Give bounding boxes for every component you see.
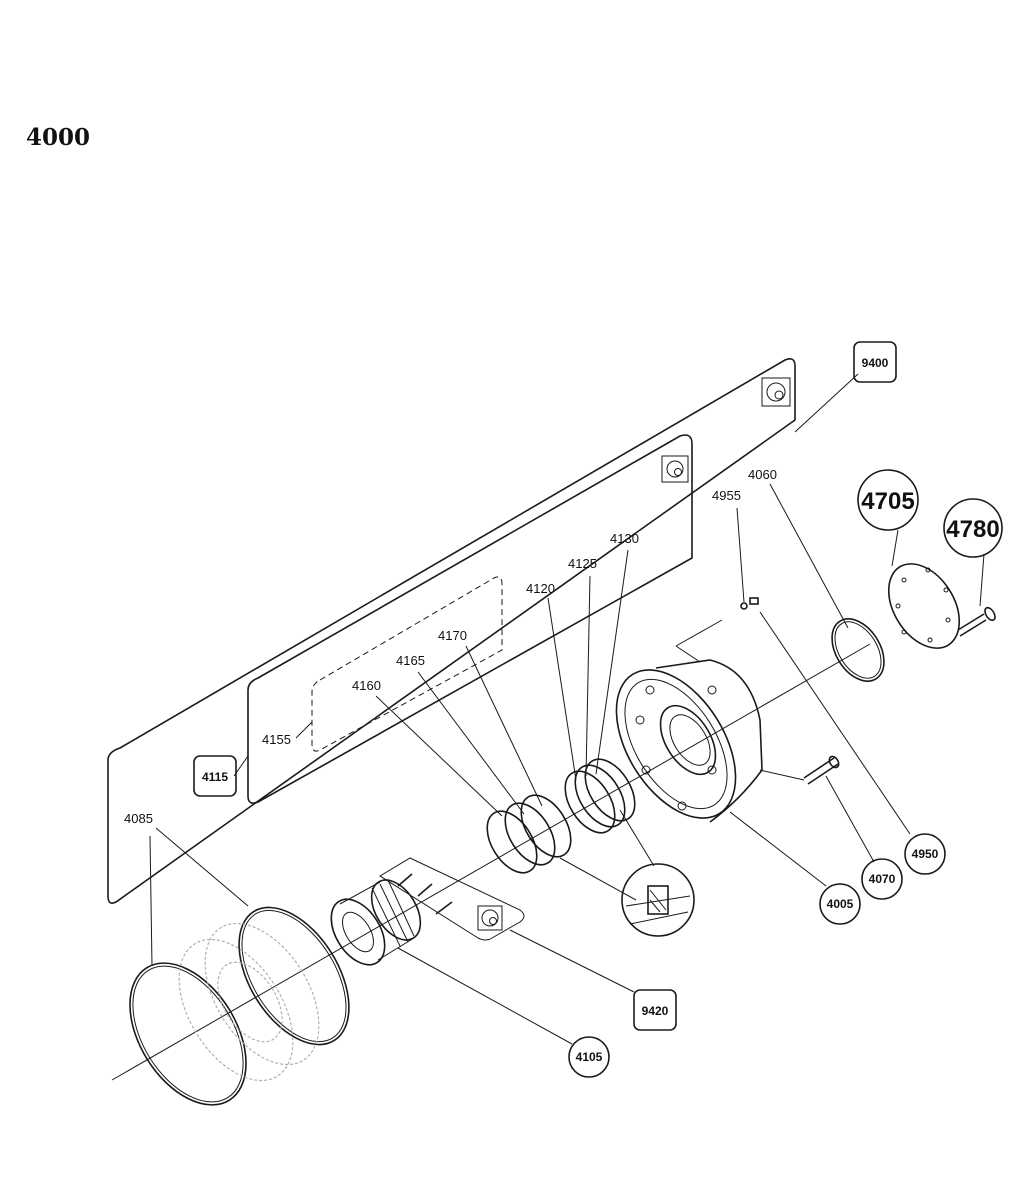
callout-circle-4950 (904, 833, 946, 875)
callout-9400: 9400 (862, 356, 889, 370)
axis-offset-line (675, 619, 723, 647)
plug-4955 (740, 597, 759, 610)
o-ring-4060 (831, 618, 885, 682)
callout-box-9400 (853, 341, 897, 383)
kit-panel-4115 (247, 434, 693, 804)
screw-4780 (957, 606, 996, 637)
callout-4125: 4125 (568, 556, 597, 571)
leader-lines (149, 373, 985, 1045)
kit-plate-9420 (379, 857, 525, 941)
kit-logo-icon (477, 905, 503, 931)
callout-4165: 4165 (396, 653, 425, 668)
callout-4160: 4160 (352, 678, 381, 693)
seal-ring-inner (241, 909, 347, 1043)
callout-4780: 4780 (946, 516, 999, 543)
o-ring-inner (834, 621, 882, 679)
seal-ring-inner (132, 965, 244, 1103)
ring-4160 (486, 810, 538, 874)
callout-4955: 4955 (712, 488, 741, 503)
callout-9420: 9420 (642, 1004, 669, 1018)
callout-4155: 4155 (262, 732, 291, 747)
ring-4170 (520, 794, 572, 858)
page-title: 4000 (26, 124, 91, 151)
callout-circle-4105 (568, 1036, 610, 1078)
callout-box-4115 (193, 755, 237, 797)
callout-circle-4780 (943, 498, 1003, 558)
callout-4115: 4115 (202, 770, 228, 784)
piston-4105 (330, 879, 422, 966)
kit-panel-4155 (311, 576, 503, 752)
cover-plate-4705 (887, 563, 961, 649)
callout-4070: 4070 (869, 872, 896, 886)
callout-circle-4705 (857, 469, 919, 531)
kit-logo-icon (761, 377, 791, 407)
callout-4005: 4005 (827, 897, 854, 911)
callout-4950: 4950 (912, 847, 939, 861)
callout-4060: 4060 (748, 467, 777, 482)
callout-4085: 4085 (124, 811, 153, 826)
axis-offset-line (759, 769, 805, 781)
callout-circle-4070 (861, 858, 903, 900)
ring-4165 (504, 802, 556, 866)
seal-section-detail (621, 863, 695, 937)
callout-4130: 4130 (610, 531, 639, 546)
callout-box-9420 (633, 989, 677, 1031)
bolt-4070 (803, 755, 840, 785)
center-axis-line (111, 643, 871, 1081)
callout-4120: 4120 (526, 581, 555, 596)
callout-4170: 4170 (438, 628, 467, 643)
callout-4705: 4705 (861, 488, 914, 515)
callout-circle-4005 (819, 883, 861, 925)
ring-4120 (564, 770, 616, 834)
axis-offset-line (675, 645, 701, 663)
seal-ring-4085-left (129, 962, 247, 1106)
kit-logo-icon (661, 455, 689, 483)
callout-4105: 4105 (576, 1050, 603, 1064)
ghost-housing (178, 922, 320, 1082)
flange-housing-4005 (615, 659, 763, 823)
ring-4130 (584, 758, 636, 822)
ring-4125 (574, 764, 626, 828)
seal-ring-4085-right (238, 906, 350, 1046)
screw-set (397, 873, 453, 915)
kit-panel-9400 (107, 358, 796, 904)
